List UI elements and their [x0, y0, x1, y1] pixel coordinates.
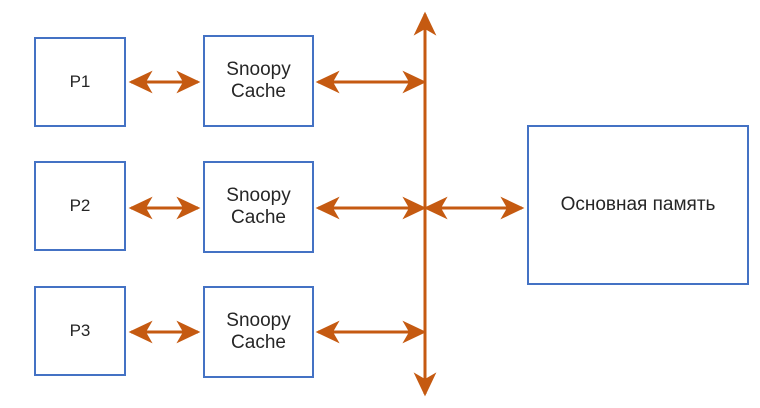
processor-label-p3: P3	[69, 320, 91, 340]
main-memory-box[interactable]: Основная память	[527, 125, 749, 285]
snoopy-cache-box-1[interactable]: Snoopy Cache	[203, 35, 314, 127]
main-memory-label: Основная память	[560, 193, 716, 215]
processor-box-p1[interactable]: P1	[34, 37, 126, 127]
snoopy-cache-label-2: Snoopy Cache	[226, 184, 291, 228]
snoopy-cache-label-1: Snoopy Cache	[226, 58, 291, 102]
snoopy-cache-box-3[interactable]: Snoopy Cache	[203, 286, 314, 378]
processor-label-p2: P2	[69, 195, 91, 215]
processor-label-p1: P1	[69, 71, 91, 91]
snoopy-cache-label-3: Snoopy Cache	[226, 309, 291, 353]
snoopy-cache-box-2[interactable]: Snoopy Cache	[203, 161, 314, 253]
processor-box-p3[interactable]: P3	[34, 286, 126, 376]
processor-box-p2[interactable]: P2	[34, 161, 126, 251]
